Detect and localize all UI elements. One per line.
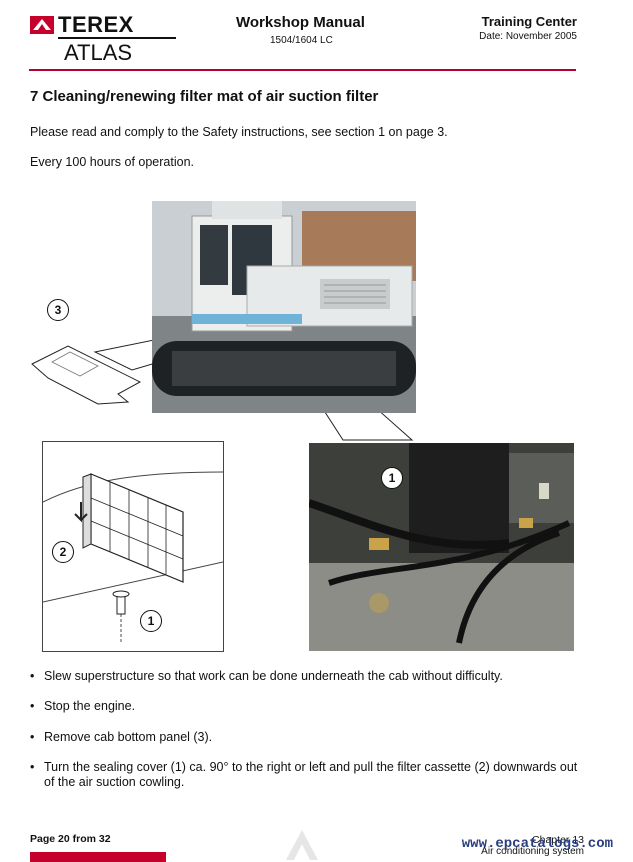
footer-accent-bar bbox=[30, 852, 166, 862]
terex-logo-icon bbox=[30, 16, 54, 34]
brand-sub-name: ATLAS bbox=[64, 40, 133, 65]
atlas-footer-icon bbox=[286, 830, 318, 860]
section-heading: 7 Cleaning/renewing filter mat of air su… bbox=[30, 88, 379, 105]
brand-name: TEREX bbox=[58, 12, 134, 37]
filter-location-photo bbox=[309, 443, 574, 651]
training-center-title: Training Center bbox=[481, 14, 577, 29]
manual-title: Workshop Manual bbox=[236, 14, 365, 31]
callout-1-photo: 1 bbox=[381, 467, 403, 489]
bullet-text: Stop the engine. bbox=[44, 699, 136, 713]
logo-rule bbox=[58, 37, 176, 39]
bottom-panel-sketch bbox=[28, 294, 168, 414]
bullet-text: Slew superstructure so that work can be … bbox=[44, 669, 503, 683]
bullet-marker: • bbox=[30, 760, 35, 774]
excavator-photo bbox=[152, 201, 416, 413]
bullet-text: Remove cab bottom panel (3). bbox=[44, 730, 213, 744]
underside-illustration bbox=[309, 443, 574, 651]
bullet-text: Turn the sealing cover (1) ca. 90° to th… bbox=[44, 760, 578, 789]
header-divider bbox=[29, 69, 576, 71]
document-date: Date: November 2005 bbox=[479, 31, 577, 42]
bullet-marker: • bbox=[30, 669, 35, 683]
callout-3: 3 bbox=[47, 299, 69, 321]
model-number: 1504/1604 LC bbox=[270, 35, 333, 46]
terex-atlas-logo: TEREX ATLAS bbox=[30, 12, 176, 66]
filter-cassette-illustration bbox=[43, 471, 223, 642]
watermark-text: www.epcatalogs.com bbox=[461, 836, 613, 852]
excavator-illustration bbox=[152, 201, 416, 413]
service-interval-text: Every 100 hours of operation. bbox=[30, 155, 194, 169]
chapter-label: Chapter 13 bbox=[532, 834, 584, 846]
callout-1-drawing: 1 bbox=[140, 610, 162, 632]
safety-instruction-text: Please read and comply to the Safety ins… bbox=[30, 125, 448, 139]
callout-2: 2 bbox=[52, 541, 74, 563]
chapter-subtitle: Air conditioning system bbox=[481, 846, 584, 857]
panel-drawing bbox=[31, 345, 142, 405]
bullet-marker: • bbox=[30, 730, 35, 744]
page-number: Page 20 from 32 bbox=[30, 833, 111, 845]
bullet-marker: • bbox=[30, 699, 35, 713]
